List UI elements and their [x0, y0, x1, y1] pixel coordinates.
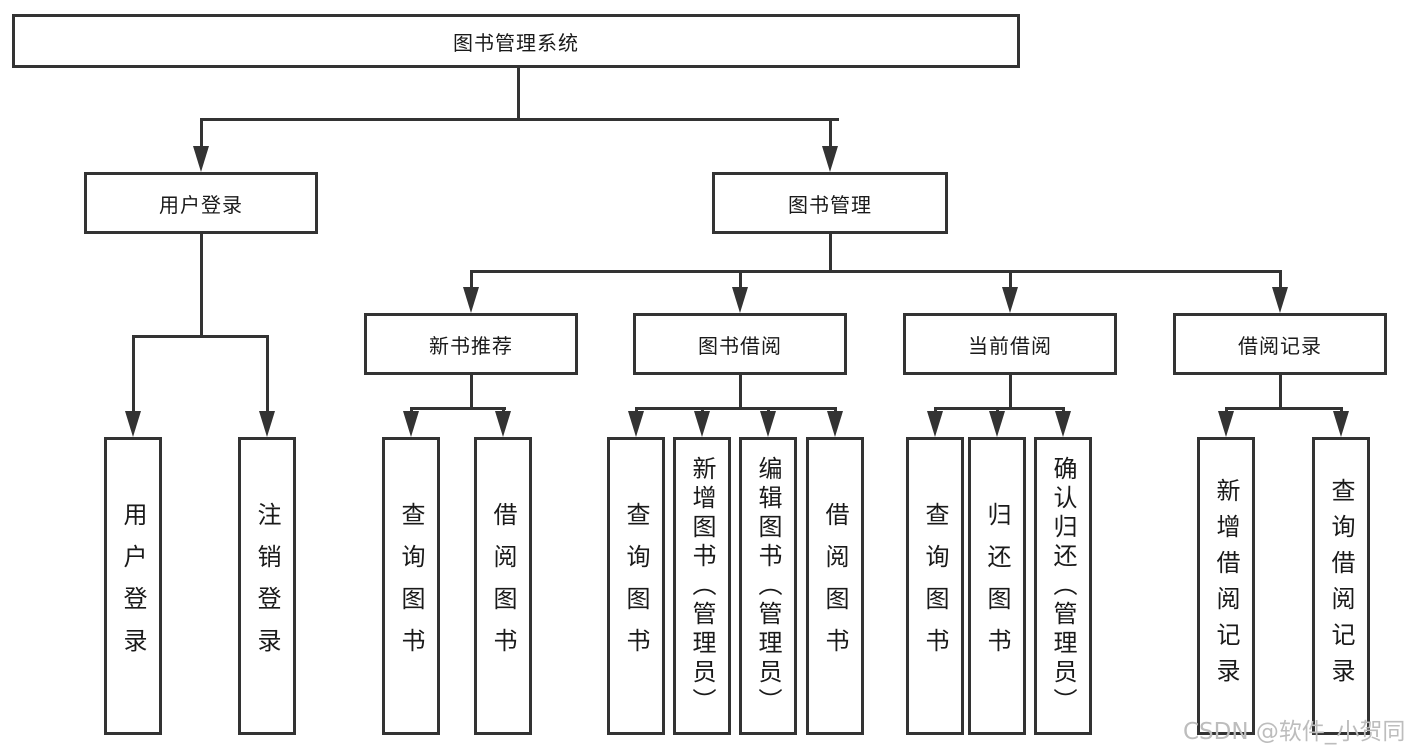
node-current-borrowing: 当前借阅 — [903, 313, 1117, 375]
connector-line — [502, 407, 505, 413]
connector-line — [739, 270, 742, 287]
leaf-add-book-admin: 新增图书（管理员） — [673, 437, 731, 735]
connector-line — [1225, 407, 1228, 413]
arrow-down-icon — [403, 411, 419, 437]
connector-line — [635, 407, 638, 413]
arrow-down-icon — [259, 411, 275, 437]
connector-line — [470, 375, 473, 409]
connector-line — [934, 407, 1065, 410]
connector-line — [470, 270, 1282, 273]
connector-line — [1340, 407, 1343, 413]
arrow-down-icon — [193, 146, 209, 172]
connector-line — [1225, 407, 1343, 410]
arrow-down-icon — [760, 411, 776, 437]
connector-line — [200, 118, 203, 148]
leaf-add-borrow-record: 新增借阅记录 — [1197, 437, 1255, 735]
leaf-borrow-books-borrowing: 借阅图书 — [806, 437, 864, 735]
arrow-down-icon — [1218, 411, 1234, 437]
connector-line — [1009, 375, 1012, 409]
connector-line — [132, 335, 269, 338]
leaf-query-books-current: 查询图书 — [906, 437, 964, 735]
arrow-down-icon — [628, 411, 644, 437]
connector-line — [410, 407, 413, 413]
arrow-down-icon — [125, 411, 141, 437]
connector-line — [470, 270, 473, 287]
connector-line — [1279, 375, 1282, 409]
node-root: 图书管理系统 — [12, 14, 1020, 68]
arrow-down-icon — [822, 146, 838, 172]
arrow-down-icon — [1002, 287, 1018, 313]
arrow-down-icon — [827, 411, 843, 437]
node-book-management: 图书管理 — [712, 172, 948, 234]
connector-line — [200, 234, 203, 338]
connector-line — [829, 234, 832, 270]
leaf-borrow-books-recommend: 借阅图书 — [474, 437, 532, 735]
arrow-down-icon — [927, 411, 943, 437]
connector-line — [834, 407, 837, 413]
connector-line — [517, 68, 520, 118]
leaf-query-books-borrowing: 查询图书 — [607, 437, 665, 735]
connector-line — [996, 407, 999, 413]
arrow-down-icon — [1055, 411, 1071, 437]
arrow-down-icon — [1272, 287, 1288, 313]
arrow-down-icon — [463, 287, 479, 313]
node-borrowing-records: 借阅记录 — [1173, 313, 1387, 375]
node-book-borrowing: 图书借阅 — [633, 313, 847, 375]
connector-line — [635, 407, 837, 410]
node-user-login: 用户登录 — [84, 172, 318, 234]
arrow-down-icon — [989, 411, 1005, 437]
arrow-down-icon — [495, 411, 511, 437]
connector-line — [410, 407, 506, 410]
arrow-down-icon — [732, 287, 748, 313]
leaf-confirm-return-admin: 确认归还（管理员） — [1034, 437, 1092, 735]
leaf-query-borrow-record: 查询借阅记录 — [1312, 437, 1370, 735]
connector-line — [1279, 270, 1282, 287]
node-new-book-recommendation: 新书推荐 — [364, 313, 578, 375]
connector-line — [132, 335, 135, 411]
watermark: CSDN @软件_小贺同学 — [1183, 719, 1405, 745]
connector-line — [1062, 407, 1065, 413]
connector-line — [266, 335, 269, 411]
arrow-down-icon — [694, 411, 710, 437]
leaf-user-login: 用户登录 — [104, 437, 162, 735]
connector-line — [1009, 270, 1012, 287]
connector-line — [829, 118, 832, 148]
leaf-query-books-recommend: 查询图书 — [382, 437, 440, 735]
connector-line — [767, 407, 770, 413]
arrow-down-icon — [1333, 411, 1349, 437]
connector-line — [739, 375, 742, 409]
connector-line — [200, 118, 839, 121]
connector-line — [934, 407, 937, 413]
leaf-logout: 注销登录 — [238, 437, 296, 735]
leaf-return-book: 归还图书 — [968, 437, 1026, 735]
leaf-edit-book-admin: 编辑图书（管理员） — [739, 437, 797, 735]
connector-line — [701, 407, 704, 413]
